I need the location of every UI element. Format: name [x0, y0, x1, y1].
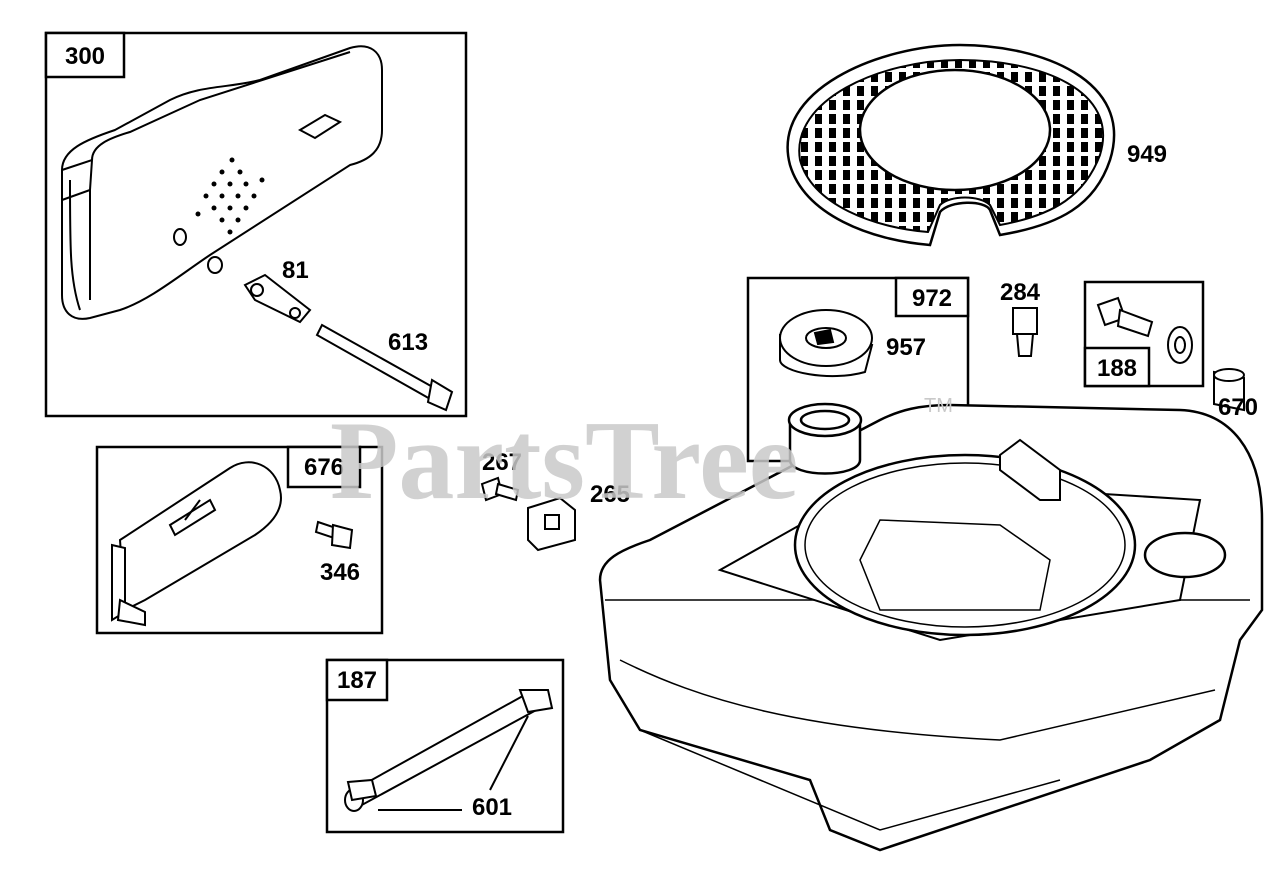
blower-housing-drawing	[786, 43, 1116, 247]
guard-drawing	[111, 461, 282, 627]
washer-label: 81	[282, 257, 309, 284]
spacer-drawing	[1213, 368, 1245, 412]
watermark-trademark: TM	[924, 395, 953, 417]
fuel-cap-drawing	[779, 309, 874, 378]
muffler-vent-holes	[195, 157, 265, 235]
muffler-washer-drawing	[243, 273, 312, 324]
bolt-188-drawing	[1096, 296, 1193, 364]
cap-label: 957	[886, 334, 926, 361]
fuel-line-group-box: 187 601	[325, 658, 565, 834]
muffler-bolt-drawing	[315, 323, 454, 412]
screw-267-label: 267	[482, 449, 522, 476]
screw-346-label: 346	[320, 559, 360, 586]
screw-346-drawing	[314, 520, 354, 550]
bracket-drawing	[527, 496, 576, 552]
watermark: PartsTree	[330, 399, 799, 523]
bolt-group-box: 188	[1083, 280, 1205, 388]
fuel-line-group-number: 187	[337, 667, 377, 694]
bracket-label: 265	[590, 481, 630, 508]
fuel-tank-drawing	[598, 402, 1264, 852]
bolt-group-number: 188	[1097, 355, 1137, 382]
stud-drawing	[1012, 307, 1038, 357]
screw-267-drawing	[480, 476, 520, 502]
bolt-label: 613	[388, 329, 428, 356]
muffler-group-number: 300	[65, 43, 105, 70]
muffler-group-box: 300 81	[44, 31, 468, 418]
fuel-line-drawing	[344, 689, 554, 812]
muffler-drawing	[61, 45, 383, 320]
blower-housing-label: 949	[1127, 141, 1167, 168]
fuel-cap-group-box: 972 957	[746, 276, 970, 463]
guard-group-number: 676	[304, 454, 344, 481]
guard-group-box: 676 346	[95, 445, 384, 635]
spacer-label: 670	[1218, 394, 1258, 421]
stud-label: 284	[1000, 279, 1041, 306]
clamp-label: 601	[472, 794, 512, 821]
fuel-cap-group-number: 972	[912, 285, 952, 312]
